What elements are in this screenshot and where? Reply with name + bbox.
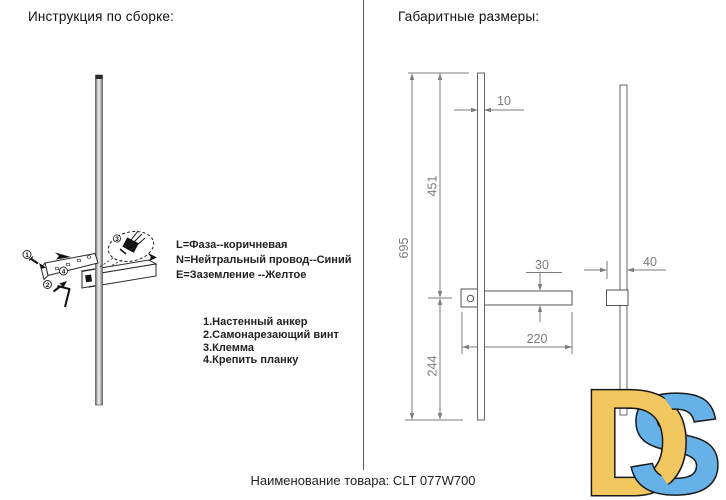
dim-upper-height: 451 (426, 176, 440, 197)
brand-logo: D S D (581, 365, 725, 500)
hex-key (57, 285, 71, 308)
callout-plank: 4 (62, 269, 66, 276)
pole-front (477, 72, 485, 421)
assembly-section-title: Инструкция по сборке: (28, 9, 175, 24)
callout-screw: 2 (46, 282, 50, 289)
insert-arrow-icon (55, 252, 71, 260)
direction-arrow-icon (39, 263, 46, 269)
parts-item: 3.Клемма (203, 341, 254, 354)
plank-callout: 4 (59, 266, 68, 276)
dimension-arrows (409, 73, 634, 420)
product-name: Наименование товара: CLT 077W700 (250, 473, 476, 488)
parts-item: 1.Настенный анкер (203, 316, 308, 328)
callout-anchor: 1 (25, 252, 29, 259)
pole-side (619, 84, 628, 416)
terminal-connector (85, 274, 93, 283)
legend-line-phase: L=Фаза--коричневая (176, 239, 288, 251)
wiring-legend: L=Фаза--коричневая N=Нейтральный провод-… (176, 238, 351, 283)
legend-line-neutral: N=Нейтральный провод--Синий (176, 254, 352, 266)
direction-arrow-icon (59, 281, 67, 288)
logo-letter-s: S (628, 365, 723, 500)
mount-block-side (606, 289, 629, 306)
terminal-block (122, 237, 139, 253)
light-pole (95, 74, 103, 406)
legend-line-ground: E=Заземление --Желтое (176, 269, 307, 281)
logo-letter-d: D (582, 365, 692, 500)
dim-bracket-length: 220 (527, 332, 548, 346)
dimensions-section-title: Габаритные размеры: (398, 9, 540, 24)
wall-anchor-screw: 1 (22, 250, 46, 269)
dim-bar-width: 10 (497, 94, 511, 108)
screw-hole (466, 294, 475, 303)
dimension-labels: 695 451 244 10 30 220 40 (397, 94, 657, 376)
terminal-detail-bubble: 3 (98, 230, 155, 268)
parts-item: 2.Самонарезающий винт (203, 328, 339, 341)
dim-mount-depth: 40 (643, 255, 657, 269)
dim-lower-height: 244 (426, 356, 440, 377)
front-view (460, 72, 573, 421)
parts-list: 1.Настенный анкер 2.Самонарезающий винт … (203, 316, 339, 367)
wall-plate (40, 252, 99, 281)
parts-item: 4.Крепить планку (203, 354, 299, 367)
dim-bracket-height: 30 (535, 258, 549, 272)
side-view (606, 84, 629, 416)
dim-total-height: 695 (397, 238, 411, 259)
section-divider (363, 0, 364, 470)
junction-arrow-icon (147, 252, 157, 261)
callout-terminal: 3 (115, 236, 119, 243)
